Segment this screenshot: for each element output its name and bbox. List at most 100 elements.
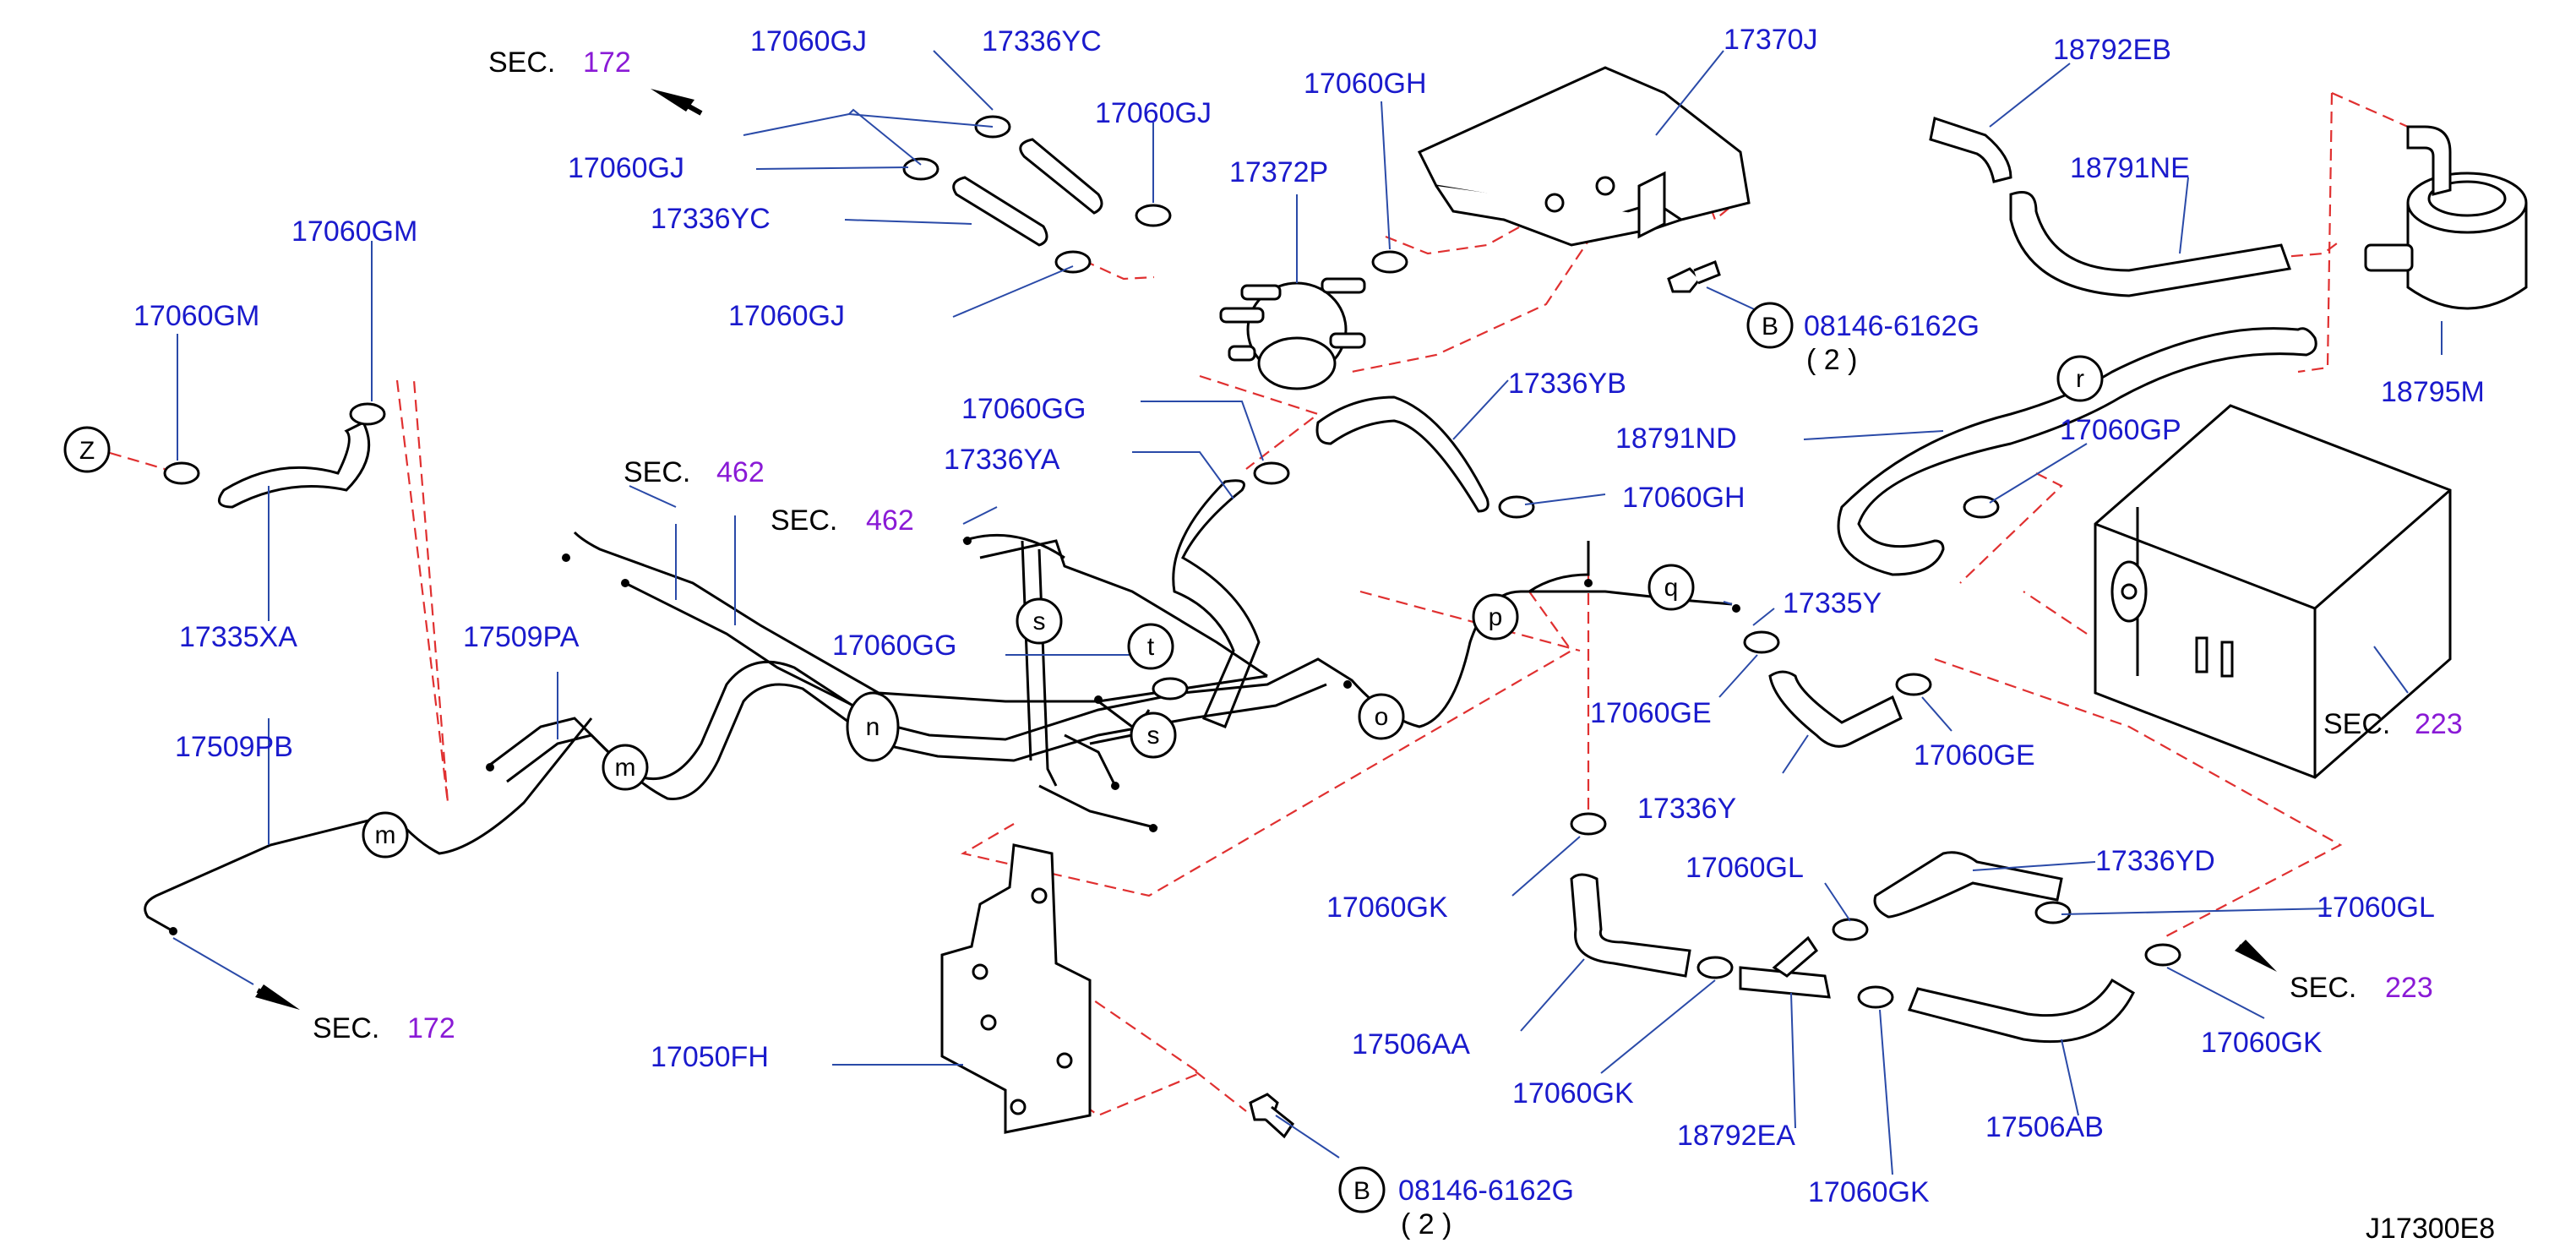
arrow-sec-223-bottom: [2235, 940, 2277, 972]
label-17335XA: 17335XA: [179, 621, 297, 653]
label-17060GL-b: 17060GL: [2317, 891, 2435, 924]
label-17506AA: 17506AA: [1352, 1028, 1470, 1060]
label-17336Y: 17336Y: [1637, 793, 1736, 825]
sec-223-a-prefix: SEC.: [2323, 708, 2390, 740]
label-17372P: 17372P: [1229, 156, 1328, 188]
label-17509PA: 17509PA: [463, 621, 580, 653]
leader-lines: [172, 50, 2443, 1175]
label-17060GP: 17060GP: [2060, 414, 2181, 446]
label-17060GK-d: 17060GK: [2201, 1027, 2323, 1059]
connector-z: Z: [63, 426, 111, 473]
bolt-bottom: [1249, 1093, 1295, 1139]
label-17060GJ-a: 17060GJ: [750, 25, 867, 57]
sec-172-top-prefix: SEC.: [488, 46, 555, 79]
label-18791ND: 18791ND: [1615, 423, 1737, 455]
connector-q: q: [1647, 564, 1695, 611]
sec-462-a-num: 462: [716, 456, 765, 488]
label-17509PB: 17509PB: [175, 731, 293, 763]
connector-m-upper: m: [602, 744, 649, 791]
label-17060GL-a: 17060GL: [1686, 852, 1804, 884]
label-17060GK-b: 17060GK: [1512, 1077, 1634, 1110]
label-17060GG-a: 17060GG: [961, 393, 1086, 425]
label-bolt-bottom-qty: ( 2 ): [1401, 1208, 1451, 1240]
connector-m-lower: m: [362, 811, 409, 859]
bolt-top: [1667, 260, 1721, 293]
filter-18795M: [2364, 125, 2528, 310]
label-17060GJ-b: 17060GJ: [1095, 97, 1212, 129]
connector-circles: Z r p q o n m m s s t B B: [63, 302, 2104, 1213]
label-18791NE: 18791NE: [2070, 152, 2190, 184]
label-17060GK-a: 17060GK: [1326, 891, 1448, 924]
connector-o: o: [1358, 693, 1405, 740]
part-labels: 17060GJ 17336YC 17060GJ 17060GJ 17336YC …: [133, 24, 2495, 1245]
label-17335Y: 17335Y: [1783, 587, 1882, 619]
label-17336YA: 17336YA: [944, 444, 1060, 476]
label-18792EA: 18792EA: [1677, 1120, 1795, 1152]
label-17060GJ-d: 17060GJ: [728, 300, 845, 332]
diagram-id: J17300E8: [2366, 1213, 2495, 1245]
connector-s-lower: s: [1130, 712, 1177, 759]
clamps: [163, 115, 2181, 1009]
bolt-symbol-bottom: B: [1338, 1166, 1386, 1213]
sec-462-a-prefix: SEC.: [624, 456, 690, 488]
svg-text:B: B: [1353, 1177, 1370, 1205]
sec-223-a-num: 223: [2415, 708, 2463, 740]
svg-text:r: r: [2076, 365, 2084, 393]
connector-t: t: [1127, 623, 1174, 670]
svg-text:s: s: [1147, 722, 1160, 750]
label-17060GE-a: 17060GE: [1590, 697, 1712, 729]
bolt-symbol-top: B: [1746, 302, 1794, 349]
hard-lines: [144, 531, 1733, 933]
label-17506AB: 17506AB: [1985, 1111, 2104, 1143]
arrow-sec-172-top: [651, 89, 703, 116]
connector-n: n: [846, 691, 900, 762]
svg-text:n: n: [866, 713, 880, 741]
section-refs: SEC. 172 SEC. 462 SEC. 462 SEC. 223 SEC.…: [313, 46, 2463, 1044]
label-17336YB: 17336YB: [1508, 368, 1626, 400]
svg-text:m: m: [615, 754, 636, 782]
sec-462-b-prefix: SEC.: [771, 504, 837, 537]
bracket-17370J: [1417, 66, 1751, 247]
label-17060GH-b: 17060GH: [1622, 482, 1745, 514]
svg-text:Z: Z: [79, 437, 95, 465]
label-17060GK-c: 17060GK: [1808, 1176, 1930, 1208]
label-bolt-top: 08146-6162G: [1804, 310, 1980, 342]
svg-text:B: B: [1762, 313, 1778, 341]
line-end-dots: [169, 537, 1740, 935]
hoses: [217, 117, 2317, 1044]
sec-223-b-num: 223: [2385, 972, 2433, 1004]
svg-text:p: p: [1489, 603, 1503, 631]
svg-text:s: s: [1033, 608, 1046, 635]
sec-172-bottom-num: 172: [407, 1012, 455, 1044]
bracket-17050FH: [940, 843, 1092, 1134]
canister-sec-223: [2094, 404, 2452, 779]
label-17336YC-b: 17336YC: [651, 203, 771, 235]
sec-223-b-prefix: SEC.: [2290, 972, 2356, 1004]
sec-172-bottom-prefix: SEC.: [313, 1012, 379, 1044]
label-17060GG-b: 17060GG: [832, 630, 956, 662]
label-17370J: 17370J: [1724, 24, 1818, 56]
label-17060GJ-c: 17060GJ: [568, 152, 684, 184]
label-18792EB: 18792EB: [2053, 34, 2171, 66]
label-17050FH: 17050FH: [651, 1041, 769, 1073]
svg-text:m: m: [375, 821, 396, 849]
label-17060GM-b: 17060GM: [133, 300, 259, 332]
connector-s-upper: s: [1016, 597, 1063, 645]
label-17060GH-a: 17060GH: [1304, 68, 1427, 100]
label-17336YD: 17336YD: [2095, 845, 2215, 877]
svg-text:t: t: [1147, 633, 1155, 661]
label-bolt-top-qty: ( 2 ): [1806, 344, 1857, 376]
label-17336YC-a: 17336YC: [982, 25, 1102, 57]
connector-r: r: [2056, 355, 2104, 402]
svg-text:q: q: [1664, 574, 1679, 602]
sec-172-top-num: 172: [583, 46, 631, 79]
label-17060GM-a: 17060GM: [291, 215, 417, 248]
label-18795M: 18795M: [2381, 376, 2485, 408]
sec-462-b-num: 462: [866, 504, 914, 537]
svg-text:o: o: [1375, 703, 1389, 731]
connector-p: p: [1472, 593, 1519, 641]
label-bolt-bottom: 08146-6162G: [1398, 1175, 1574, 1207]
label-17060GE-b: 17060GE: [1914, 739, 2035, 771]
assembly-dash-lines: [109, 91, 2409, 1117]
